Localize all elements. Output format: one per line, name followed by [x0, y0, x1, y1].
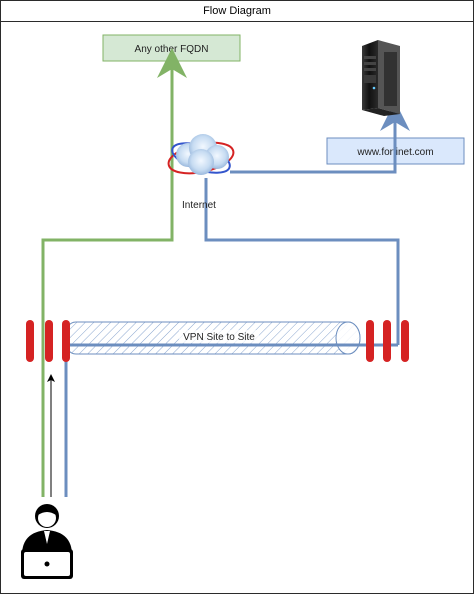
server-icon	[362, 40, 400, 116]
blue-path-user-tunnel	[64, 343, 398, 497]
vpn-tunnel: VPN Site to Site	[63, 321, 361, 355]
blue-path-fortinet	[230, 101, 410, 174]
fqdn-label: Any other FQDN	[135, 44, 209, 55]
internet-label: Internet	[182, 200, 216, 211]
blue-path-internet-vpn	[204, 178, 400, 345]
fqdn-node: Any other FQDN	[102, 34, 241, 62]
green-path	[41, 48, 187, 497]
vpn-label: VPN Site to Site	[183, 332, 255, 343]
user-laptop-icon	[21, 504, 73, 579]
internet-cloud-icon	[167, 134, 235, 175]
firewall-icon	[26, 320, 70, 362]
firewall-icon	[366, 320, 409, 362]
diagram-title: Flow Diagram	[1, 1, 473, 22]
